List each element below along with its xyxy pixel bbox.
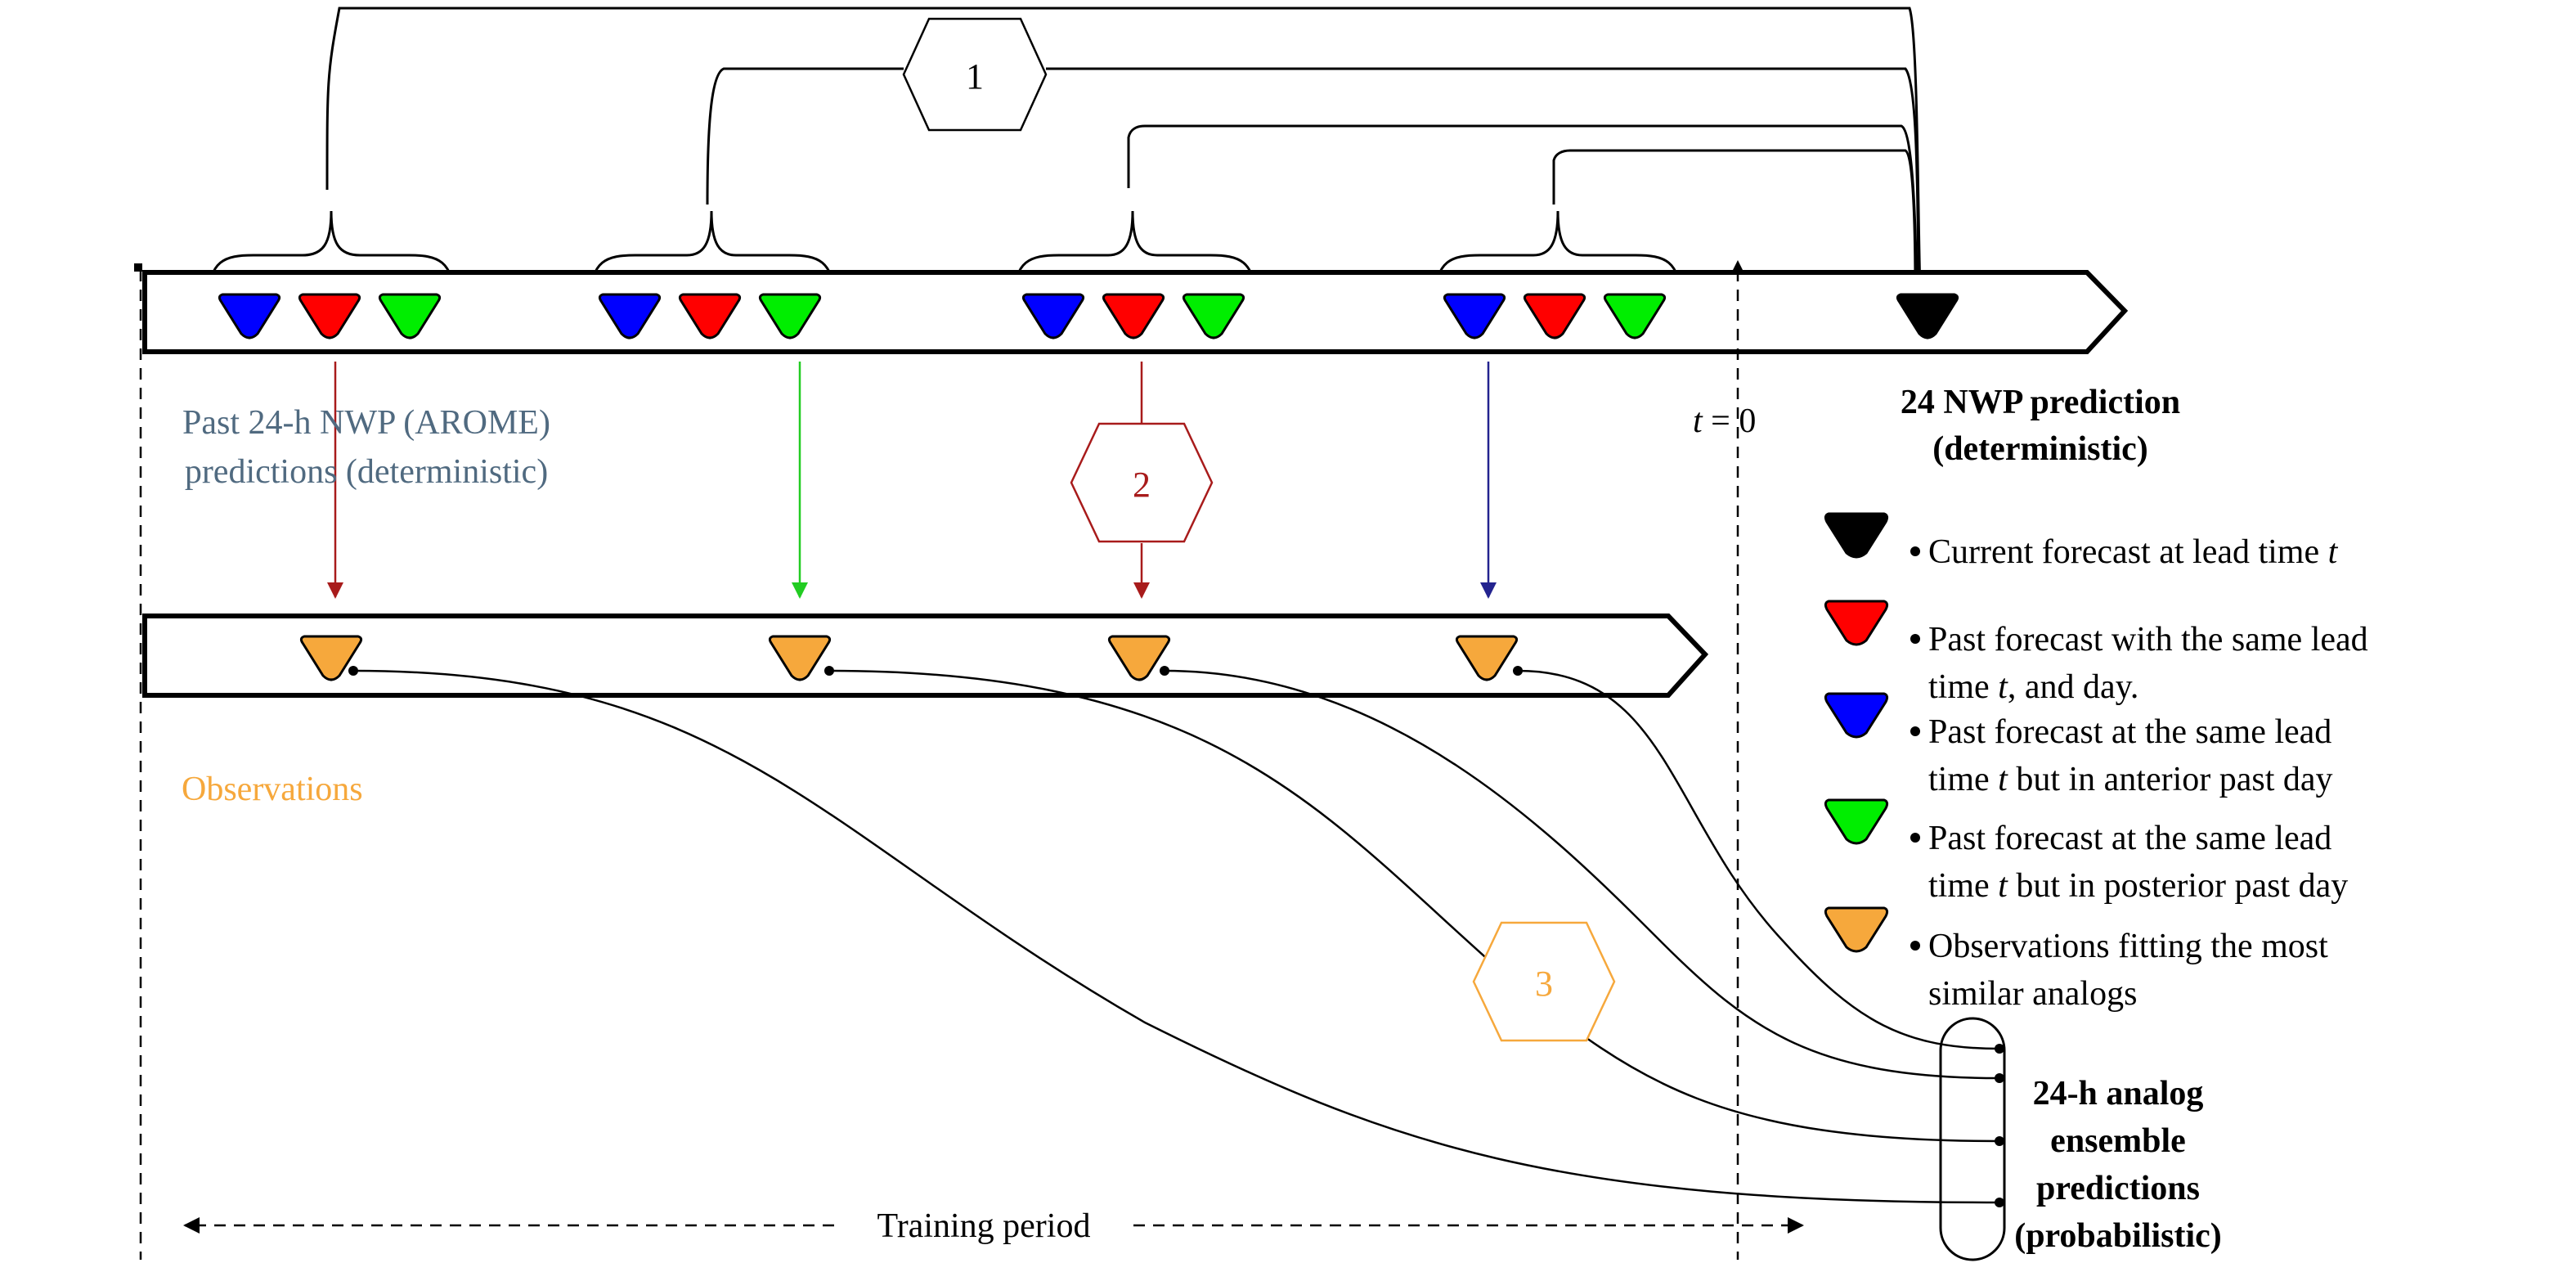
past-nwp-label-line2: predictions (deterministic) [185,453,548,491]
legend-bullet [1910,833,1920,843]
past-forecast-red-marker [298,293,361,339]
past-forecast-green-marker [378,293,442,339]
forecast-markers [218,293,1959,339]
legend-bullet [1910,726,1920,736]
observation-to-ensemble-curves [352,669,2000,1204]
step1-label: 1 [966,56,984,97]
legend-text-line: Past forecast at the same lead [1928,713,2331,751]
brace-group [207,210,1682,302]
legend-bullet [1910,634,1920,644]
past-forecast-red-marker [1102,293,1165,339]
past-forecast-green-marker [1182,293,1245,339]
observation-marker [768,635,832,681]
observations-timeline-band [142,614,1709,698]
legend-marker-icon [1824,692,1889,739]
current-forecast-black-marker [1896,293,1959,339]
legend-text-line: similar analogs [1928,975,2137,1013]
ensemble-label-line1: 24-h analog [2033,1075,2204,1112]
training-period: Training period [183,1207,1804,1245]
legend-marker-icon [1824,906,1889,953]
ensemble-label-line4: (probabilistic) [2014,1217,2222,1255]
observation-markers [299,635,1519,681]
past-forecast-blue-marker [1443,293,1506,339]
legend-marker-icon [1824,512,1889,559]
past-forecast-blue-marker [218,293,281,339]
legend-text-line: Past forecast at the same lead [1928,820,2331,857]
legend-marker-icon [1824,798,1889,845]
brace-3 [1012,210,1257,302]
past-forecast-blue-marker [598,293,662,339]
step3-label: 3 [1535,964,1553,1004]
legend-text-line: Observations fitting the most [1928,928,2328,965]
ensemble-label-line2: ensemble [2050,1122,2186,1160]
ensemble-dots [1995,1044,2004,1207]
legend-item: Past forecast at the same lead time t but… [1824,798,2348,905]
step2-label: 2 [1133,465,1151,505]
ensemble-capsule [1939,1017,2006,1261]
past-nwp-label-line1: Past 24-h NWP (AROME) [182,404,550,442]
brace-4 [1434,210,1682,302]
brace-1 [207,210,456,302]
observation-marker [1107,635,1171,681]
step1-connectors [325,7,1922,294]
legend: Current forecast at lead time t Past fore… [1824,512,2368,1013]
legend-item: Past forecast with the same lead time t, … [1824,600,2368,706]
legend-bullet [1910,546,1920,556]
legend-text-line: Past forecast with the same lead [1928,621,2368,658]
brace-2 [589,210,836,302]
current-nwp-label-line2: (deterministic) [1932,430,2148,468]
t-zero-tick [1733,260,1743,270]
legend-bullet [1910,941,1920,951]
past-forecast-green-marker [758,293,822,339]
past-forecast-blue-marker [1021,293,1085,339]
analog-arrows [327,362,1497,599]
observation-marker [1455,635,1519,681]
training-period-label: Training period [877,1207,1091,1245]
step2-hexagon: 2 [1070,422,1214,543]
step3-hexagon: 3 [1472,921,1616,1042]
legend-item: Past forecast at the same lead time t but… [1824,692,2333,798]
legend-text-line: time t, and day. [1928,668,2138,706]
legend-item: Observations fitting the most similar ana… [1824,906,2328,1013]
legend-item: Current forecast at lead time t [1824,512,2339,571]
past-forecast-red-marker [678,293,742,339]
past-forecast-green-marker [1603,293,1667,339]
legend-text-line: time t but in posterior past day [1928,867,2348,905]
legend-text-line: Current forecast at lead time t [1928,533,2339,571]
past-forecast-red-marker [1523,293,1586,339]
training-start-marker [134,263,142,272]
t-zero-label: t = 0 [1693,402,1756,440]
step1-hexagon: 1 [902,17,1048,132]
legend-text-line: time t but in anterior past day [1928,761,2333,798]
observations-label: Observations [182,771,363,808]
observation-marker [299,635,363,681]
current-nwp-label-line1: 24 NWP prediction [1901,384,2180,421]
ensemble-label-line3: predictions [2036,1170,2200,1207]
legend-marker-icon [1824,600,1889,646]
